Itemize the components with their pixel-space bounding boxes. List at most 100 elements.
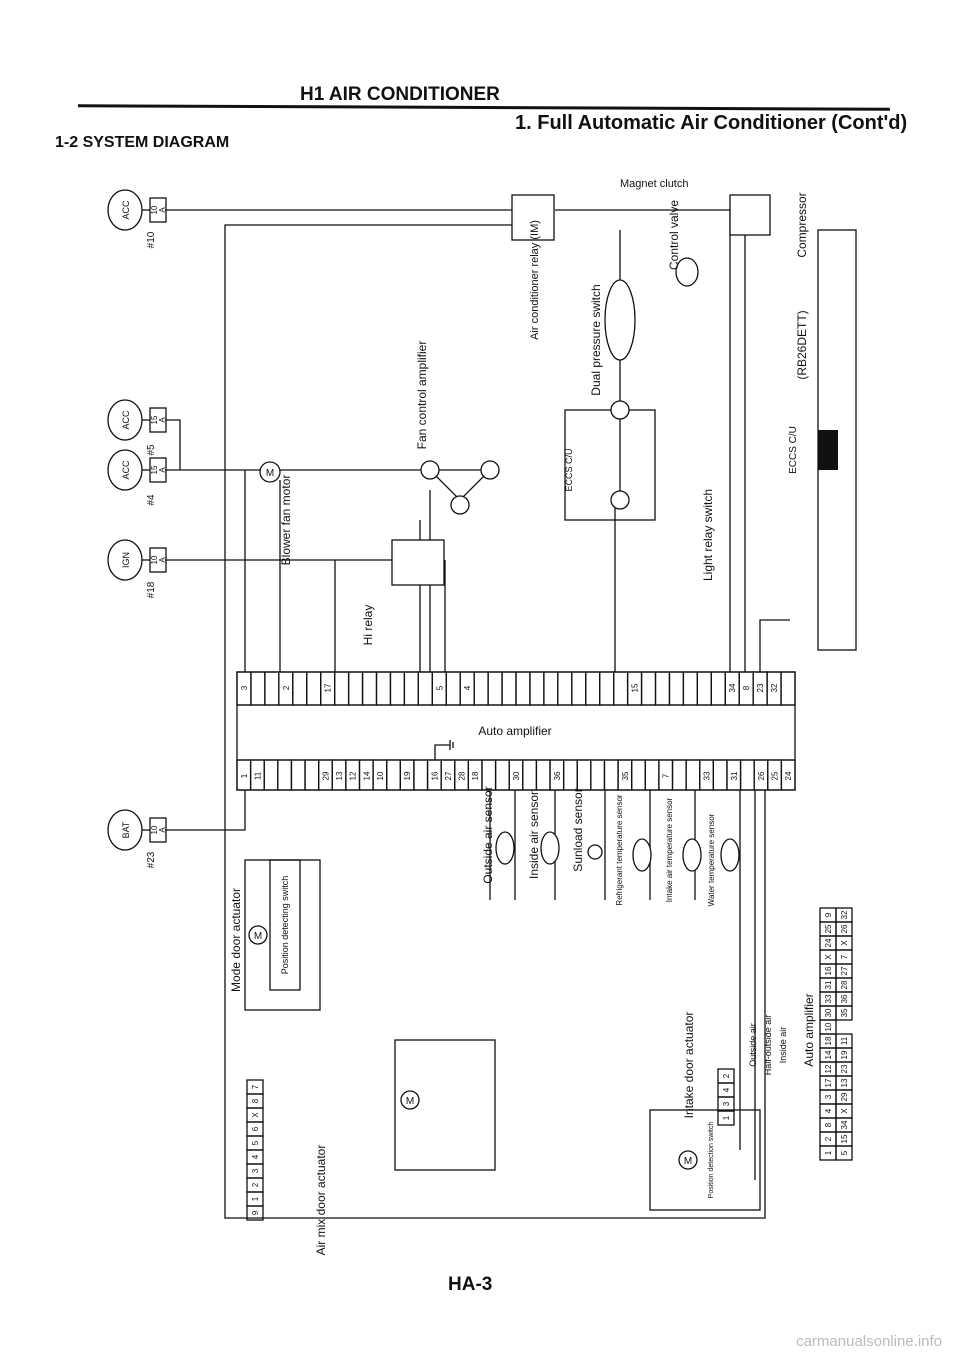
connector-pin: 11	[840, 1036, 849, 1045]
connector-pin: 17	[824, 1078, 833, 1087]
connector-pin: 26	[840, 924, 849, 933]
inside-air-sensor-symbol	[540, 831, 560, 865]
amp-pin-number: 1	[240, 773, 249, 778]
connector-pin: 12	[824, 1064, 833, 1073]
connector-pin: 9	[251, 1210, 260, 1215]
connector-pin: 27	[840, 966, 849, 975]
amp-pin-number: 10	[376, 771, 385, 780]
intake-air-temp-sensor-symbol	[682, 838, 702, 872]
water-temp-sensor-label: Water temperature sensor	[707, 813, 716, 906]
amp-pin-cell	[780, 759, 796, 791]
amp-pin-number: 5	[435, 685, 444, 690]
half-outside-air-label: Half-outside air	[763, 1015, 773, 1076]
section-title: H1 AIR CONDITIONER	[300, 84, 500, 105]
amp-pin-number: 31	[730, 771, 739, 780]
position-detecting-switch-label: Position detecting switch	[280, 876, 290, 975]
hi-relay-label: Hi relay	[361, 605, 375, 646]
amp-pin-number: 12	[349, 771, 358, 780]
position-detection-switch-label: Position detection switch	[708, 1122, 715, 1199]
amp-pin-number: 25	[771, 771, 780, 780]
connector-pin: 24	[824, 938, 833, 947]
connector-pin: 14	[824, 1050, 833, 1059]
refrigerant-temp-sensor-label: Refrigerant temperature sensor	[615, 794, 624, 906]
page-number: HA-3	[448, 1274, 493, 1295]
connector-pin: 5	[840, 1150, 849, 1155]
connector-cell	[246, 1079, 264, 1095]
connector-pin: 15	[840, 1134, 849, 1143]
amp-pin-number: 2	[282, 685, 291, 690]
power-source-label: IGN	[121, 552, 131, 568]
fuse-unit: A	[158, 827, 167, 833]
amp-pin-number: 4	[463, 685, 472, 690]
connector-pin: 2	[722, 1073, 731, 1078]
amp-pin-number: 29	[321, 771, 330, 780]
eccs-cu-label-2: ECCS C/U	[788, 426, 799, 474]
connector-pin: X	[824, 954, 833, 960]
svg-text:M: M	[684, 1156, 692, 1167]
connector-pin: X	[251, 1112, 260, 1118]
inside-air-sensor-label: Inside air sensor	[527, 791, 541, 879]
control-valve-label: Control valve	[667, 200, 681, 270]
connector-pin: X	[840, 940, 849, 946]
position-detecting-switch-box	[269, 859, 301, 991]
intake-door-actuator-label: Intake door actuator	[682, 1012, 696, 1119]
connector-pin: 35	[840, 1008, 849, 1017]
control-valve-symbol	[675, 257, 699, 287]
air-mix-door-actuator-label: Air mix door actuator	[314, 1145, 328, 1256]
svg-text:M: M	[254, 931, 262, 942]
watermark: carmanualsonline.info	[796, 1333, 942, 1350]
dual-pressure-switch-symbol	[604, 279, 636, 361]
ac-relay	[511, 194, 555, 241]
power-source-label: ACC	[121, 410, 131, 430]
amp-pin-number: 7	[662, 773, 671, 778]
power-source-label: ACC	[121, 460, 131, 480]
subtitle: 1. Full Automatic Air Conditioner (Cont'…	[515, 112, 908, 134]
connector-pin: 1	[824, 1150, 833, 1155]
fuse-amp: 15	[150, 415, 159, 424]
connector-pin: 30	[824, 1008, 833, 1017]
connector-pin: 29	[840, 1092, 849, 1101]
connector-pin: 23	[840, 1064, 849, 1073]
diagram-title: 1-2 SYSTEM DIAGRAM	[55, 134, 230, 151]
connector-pin: 7	[251, 1084, 260, 1089]
connector-pin: 33	[824, 994, 833, 1003]
connector-pin: 13	[840, 1078, 849, 1087]
fuse-unit: A	[158, 557, 167, 563]
connector-pin: 4	[824, 1108, 833, 1113]
fuse-number: #18	[146, 581, 157, 598]
amp-pin-number: 14	[362, 771, 371, 780]
fuse-number: #4	[146, 494, 157, 506]
air-mix-door-actuator-box	[394, 1039, 496, 1171]
amp-pin-cell	[780, 671, 796, 706]
fuse-amp: 10	[150, 825, 159, 834]
intake-door-actuator-box	[649, 1109, 761, 1211]
amp-pin-number: 11	[253, 771, 262, 780]
power-source-label: BAT	[121, 821, 131, 838]
water-temp-sensor-symbol	[720, 838, 740, 872]
connector-pin: 31	[824, 980, 833, 989]
power-source-label: ACC	[121, 200, 131, 220]
amp-pin-number: 34	[728, 683, 737, 692]
auto-amplifier-label: Auto amplifier	[478, 724, 551, 738]
fuse-unit: A	[158, 467, 167, 473]
amp-pin-number: 13	[335, 771, 344, 780]
amp-connector-label: Auto amplifier	[802, 993, 816, 1066]
connector-pin: 3	[824, 1094, 833, 1099]
connector-pin: 2	[824, 1136, 833, 1141]
connector-pin: 3	[722, 1101, 731, 1106]
refrigerant-temp-sensor-symbol	[632, 838, 652, 872]
eccs-cu-box	[564, 409, 656, 521]
connector-pin: 2	[251, 1182, 260, 1187]
connector-pin: X	[840, 1108, 849, 1114]
connector-pin: 6	[251, 1126, 260, 1131]
intake-air-temp-sensor-label: Intake air temperature sensor	[665, 797, 674, 902]
connector-pin: 7	[840, 954, 849, 959]
blower-fan-motor-label: Blower fan motor	[279, 475, 293, 566]
fuse-amp: 10	[150, 555, 159, 564]
amp-pin-number: 19	[403, 771, 412, 780]
amp-pin-number: 18	[471, 771, 480, 780]
connector-pin: 5	[251, 1140, 260, 1145]
amp-pin-number: 3	[240, 685, 249, 690]
connector-pin: 4	[722, 1087, 731, 1092]
